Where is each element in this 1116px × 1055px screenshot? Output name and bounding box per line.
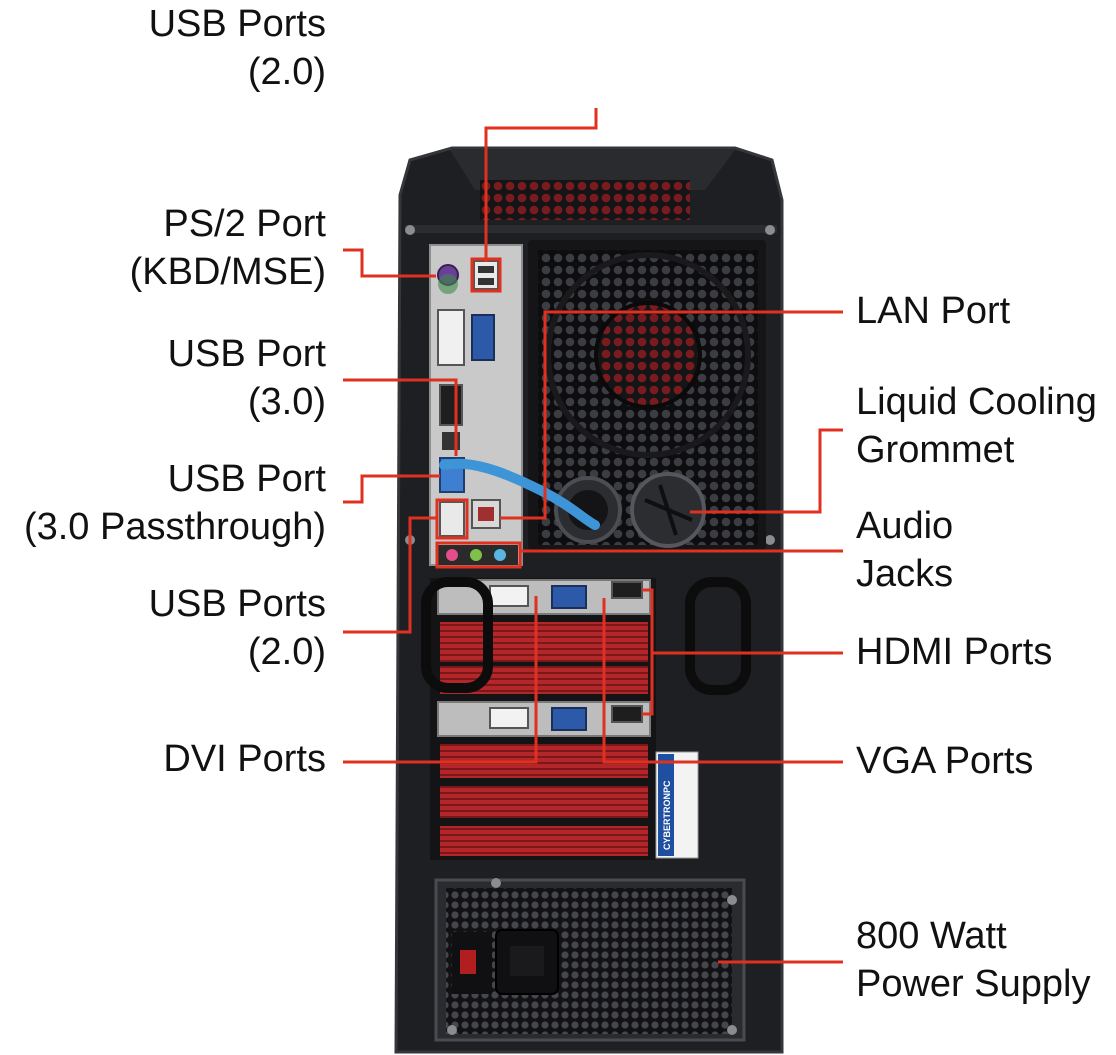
- callout-lines: [343, 108, 843, 964]
- label-dvi: DVI Ports: [163, 738, 326, 780]
- power-switch: [460, 950, 476, 974]
- callout-ps2: [343, 248, 436, 278]
- label-usb30-pass: USB Port (3.0 Passthrough): [23, 458, 326, 548]
- callout-hdmi-bracket: [642, 588, 654, 716]
- label-vga: VGA Ports: [856, 740, 1034, 782]
- cooling-grommets: [554, 472, 706, 548]
- audio-jack-pink: [446, 549, 458, 561]
- label-usb20-lower: USB Ports (2.0): [148, 583, 326, 673]
- label-cooling: Liquid Cooling Grommet: [856, 381, 1097, 471]
- callout-usb-top: [484, 108, 598, 262]
- callout-cooling: [690, 428, 843, 514]
- usb-passthrough-cable: [439, 458, 600, 530]
- io-plate: [429, 244, 523, 566]
- usb-2-lower-ports: [439, 501, 465, 537]
- top-vent: [480, 180, 690, 220]
- left-handle: [421, 577, 493, 693]
- label-usb-top: USB Ports (2.0): [148, 3, 326, 93]
- label-hdmi: HDMI Ports: [856, 631, 1053, 673]
- graphics-card-top: [437, 579, 651, 615]
- callout-usb20-lower: [343, 516, 438, 634]
- label-lan: LAN Port: [856, 290, 1011, 332]
- audio-jack-green: [470, 549, 482, 561]
- callout-lan: [500, 310, 843, 520]
- callout-vga: [602, 598, 843, 764]
- label-ps2: PS/2 Port (KBD/MSE): [129, 203, 326, 293]
- audio-jack-blue: [494, 549, 506, 561]
- highlight-audio: [435, 541, 522, 569]
- right-handle: [685, 577, 751, 695]
- power-supply: [434, 878, 746, 1042]
- label-audio: Audio Jacks: [856, 505, 954, 595]
- sticker-text: CYBERTRONPC: [662, 780, 672, 850]
- label-psu: 800 Watt Power Supply: [856, 915, 1091, 1005]
- label-usb30: USB Port (3.0): [167, 333, 326, 423]
- graphics-card-bottom: [437, 701, 651, 737]
- serial-sticker: CYBERTRONPC: [655, 751, 699, 859]
- highlight-usb-top: [470, 257, 502, 293]
- callout-dvi: [343, 596, 538, 764]
- highlight-usb-lower: [435, 498, 469, 540]
- callout-usb30: [343, 378, 458, 456]
- callout-usb30-pass: [343, 474, 440, 504]
